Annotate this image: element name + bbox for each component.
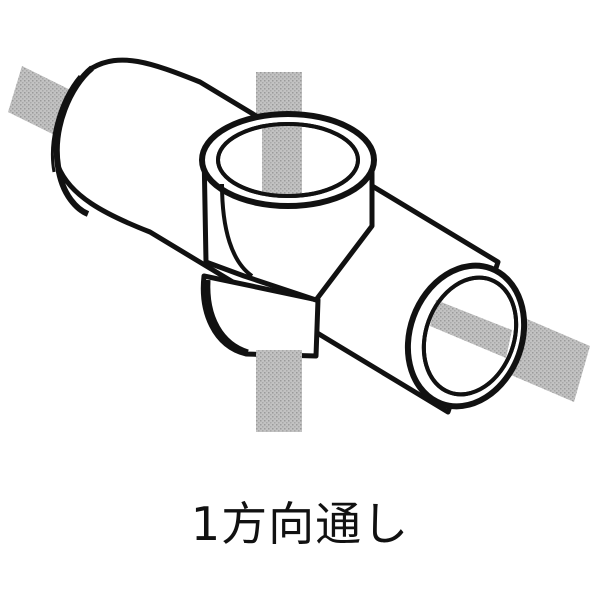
rod-vertical-front: [256, 350, 302, 432]
caption-label: 1方向通し: [190, 497, 410, 551]
right-end-opening: [404, 262, 528, 410]
tee-top-socket: [199, 111, 377, 303]
